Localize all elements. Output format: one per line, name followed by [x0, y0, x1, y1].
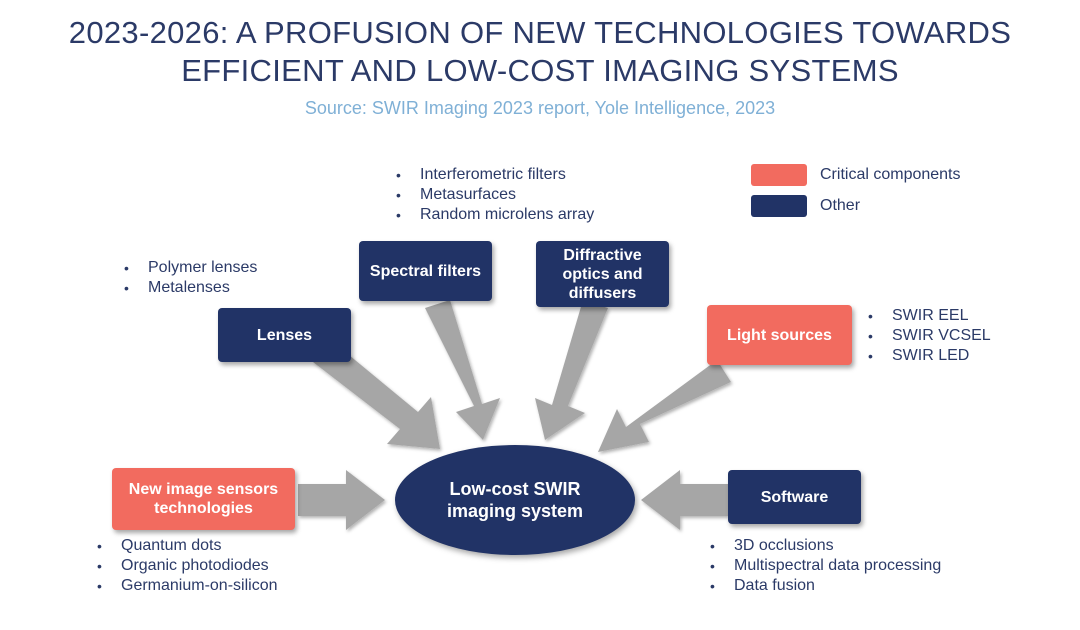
- spectral-filters-bullets: Interferometric filters Metasurfaces Ran…: [394, 165, 594, 225]
- center-label: Low-cost SWIR imaging system: [446, 479, 584, 521]
- list-item: Metasurfaces: [394, 185, 594, 205]
- light-sources-bullets: SWIR EEL SWIR VCSEL SWIR LED: [866, 306, 991, 366]
- title-line-1: 2023-2026: A PROFUSION OF NEW TECHNOLOGI…: [68, 15, 1012, 50]
- list-item: Interferometric filters: [394, 165, 594, 185]
- arrow-spectral-filters: [425, 300, 500, 440]
- node-spectral-filters: Spectral filters: [359, 241, 492, 301]
- list-item: Multispectral data processing: [708, 556, 941, 576]
- page-title: 2023-2026: A PROFUSION OF NEW TECHNOLOGI…: [0, 14, 1080, 90]
- legend-other-swatch: [751, 195, 807, 217]
- list-item: SWIR LED: [866, 346, 991, 366]
- arrow-lenses: [313, 341, 440, 449]
- list-item: SWIR EEL: [866, 306, 991, 326]
- node-image-sensors: New image sensors technologies: [112, 468, 295, 530]
- legend-critical-label: Critical components: [820, 166, 961, 183]
- node-software: Software: [728, 470, 861, 524]
- arrow-image-sensors: [298, 470, 385, 530]
- list-item: Polymer lenses: [122, 258, 257, 278]
- arrow-software: [641, 470, 728, 530]
- node-light-sources: Light sources: [707, 305, 852, 365]
- software-bullets: 3D occlusions Multispectral data process…: [708, 536, 941, 596]
- node-diffractive-optics: Diffractive optics and diffusers: [536, 241, 669, 307]
- arrow-light-sources: [598, 360, 731, 452]
- lenses-bullets: Polymer lenses Metalenses: [122, 258, 257, 298]
- list-item: Data fusion: [708, 576, 941, 596]
- node-lenses: Lenses: [218, 308, 351, 362]
- list-item: Metalenses: [122, 278, 257, 298]
- legend-critical-swatch: [751, 164, 807, 186]
- legend-other-label: Other: [820, 197, 861, 214]
- source-caption: Source: SWIR Imaging 2023 report, Yole I…: [304, 98, 776, 118]
- list-item: Random microlens array: [394, 205, 594, 225]
- arrow-diffractive: [535, 300, 608, 440]
- list-item: Quantum dots: [95, 536, 278, 556]
- center-node: Low-cost SWIR imaging system: [395, 445, 635, 555]
- image-sensors-bullets: Quantum dots Organic photodiodes Germani…: [95, 536, 278, 596]
- list-item: SWIR VCSEL: [866, 326, 991, 346]
- list-item: Germanium-on-silicon: [95, 576, 278, 596]
- list-item: Organic photodiodes: [95, 556, 278, 576]
- title-line-2: EFFICIENT AND LOW-COST IMAGING SYSTEMS: [181, 53, 899, 88]
- list-item: 3D occlusions: [708, 536, 941, 556]
